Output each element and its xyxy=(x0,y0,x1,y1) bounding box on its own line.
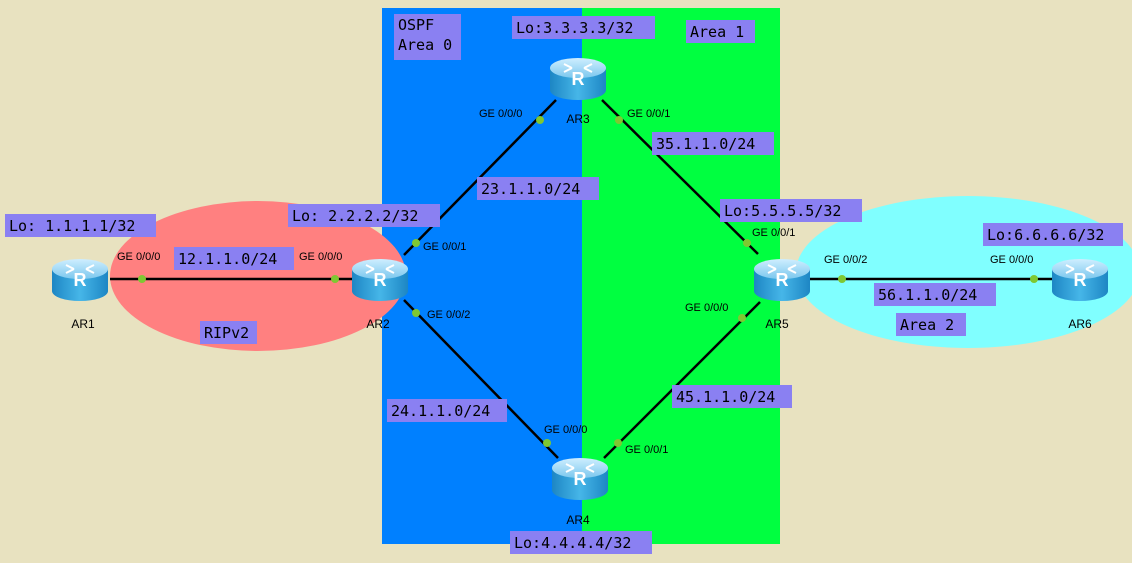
router-ar5[interactable]: R xyxy=(753,258,811,302)
router-ar2[interactable]: R xyxy=(351,258,409,302)
port-dot xyxy=(738,314,746,322)
ospf-area0-region xyxy=(382,8,582,544)
label-box-n56: 56.1.1.0/24 xyxy=(874,283,996,306)
network-23: 23.1.1.0/24 xyxy=(481,180,580,198)
label-box-n24: 24.1.1.0/24 xyxy=(387,399,507,422)
router-ar4[interactable]: R xyxy=(551,457,609,501)
router-name-ar6: AR6 xyxy=(1068,317,1092,331)
port-dot xyxy=(543,439,551,447)
ospf-area1-region xyxy=(582,8,780,544)
network-45: 45.1.1.0/24 xyxy=(676,388,775,406)
area0-title-line1: OSPF xyxy=(398,16,434,34)
router-ar3[interactable]: R xyxy=(549,57,607,101)
network-56: 56.1.1.0/24 xyxy=(878,286,977,304)
port-label-ar3-g001: GE 0/0/1 xyxy=(627,108,670,120)
router-ar1[interactable]: R xyxy=(51,258,109,302)
port-dot xyxy=(743,239,751,247)
rip-label: RIPv2 xyxy=(204,324,249,342)
network-12: 12.1.1.0/24 xyxy=(178,250,277,268)
label-box-n45: 45.1.1.0/24 xyxy=(672,385,792,408)
label-box-lo1: Lo: 1.1.1.1/32 xyxy=(5,214,156,237)
router-name-ar4: AR4 xyxy=(566,513,590,527)
port-dot xyxy=(614,439,622,447)
port-label-ar2-g002: GE 0/0/2 xyxy=(427,309,470,321)
port-dot xyxy=(331,275,339,283)
port-dot xyxy=(838,275,846,283)
link-ar2-ar4 xyxy=(403,299,559,459)
label-box-lo5: Lo:5.5.5.5/32 xyxy=(720,199,862,222)
loopback-ar5: Lo:5.5.5.5/32 xyxy=(724,202,841,220)
port-dot xyxy=(536,116,544,124)
router-letter: R xyxy=(574,469,587,489)
port-dot xyxy=(1030,275,1038,283)
router-letter: R xyxy=(1074,270,1087,290)
router-name-ar1: AR1 xyxy=(71,317,95,331)
label-box-lo2: Lo: 2.2.2.2/32 xyxy=(288,204,440,227)
link-ar3-ar5 xyxy=(601,99,759,255)
label-box-lo6: Lo:6.6.6.6/32 xyxy=(983,223,1123,246)
port-label-ar5-g002: GE 0/0/2 xyxy=(824,254,867,266)
area0-title-line2: Area 0 xyxy=(398,36,452,54)
port-label-ar5-g001: GE 0/0/1 xyxy=(752,227,795,239)
port-label-ar2-g000: GE 0/0/0 xyxy=(299,251,342,263)
area1-label: Area 1 xyxy=(690,23,744,41)
network-35: 35.1.1.0/24 xyxy=(656,135,755,153)
label-box-rip: RIPv2 xyxy=(200,321,257,344)
router-letter: R xyxy=(776,270,789,290)
port-label-ar1-g000: GE 0/0/0 xyxy=(117,251,160,263)
loopback-ar2: Lo: 2.2.2.2/32 xyxy=(292,207,418,225)
label-box-lo3: Lo:3.3.3.3/32 xyxy=(512,16,655,39)
port-dot xyxy=(412,309,420,317)
router-letter: R xyxy=(74,270,87,290)
router-name-ar5: AR5 xyxy=(765,317,789,331)
port-label-ar4-g000: GE 0/0/0 xyxy=(544,424,587,436)
port-label-ar6-g000: GE 0/0/0 xyxy=(990,254,1033,266)
loopback-ar3: Lo:3.3.3.3/32 xyxy=(516,19,633,37)
label-box-n23: 23.1.1.0/24 xyxy=(477,177,599,200)
loopback-ar6: Lo:6.6.6.6/32 xyxy=(987,226,1104,244)
label-box-area1: Area 1 xyxy=(686,20,755,43)
link-ar4-ar5 xyxy=(603,301,761,459)
label-box-n12: 12.1.1.0/24 xyxy=(174,247,294,270)
router-letter: R xyxy=(374,270,387,290)
port-dot xyxy=(615,116,623,124)
port-label-ar5-g000: GE 0/0/0 xyxy=(685,302,728,314)
port-label-ar4-g001: GE 0/0/1 xyxy=(625,444,668,456)
router-letter: R xyxy=(572,69,585,89)
rip-region xyxy=(110,201,406,351)
port-label-ar2-g001: GE 0/0/1 xyxy=(423,241,466,253)
label-box-n35: 35.1.1.0/24 xyxy=(652,132,774,155)
area2-label: Area 2 xyxy=(900,316,954,334)
router-name-ar3: AR3 xyxy=(566,112,590,126)
network-24: 24.1.1.0/24 xyxy=(391,402,490,420)
loopback-ar4: Lo:4.4.4.4/32 xyxy=(514,534,631,552)
label-box-area0: OSPF Area 0 xyxy=(394,14,461,60)
router-ar6[interactable]: R xyxy=(1051,258,1109,302)
label-box-area2: Area 2 xyxy=(896,313,966,336)
label-box-lo4: Lo:4.4.4.4/32 xyxy=(510,531,652,554)
port-dot xyxy=(138,275,146,283)
port-label-ar3-g000: GE 0/0/0 xyxy=(479,108,522,120)
loopback-ar1: Lo: 1.1.1.1/32 xyxy=(9,217,135,235)
router-name-ar2: AR2 xyxy=(366,317,390,331)
port-dot xyxy=(412,239,420,247)
